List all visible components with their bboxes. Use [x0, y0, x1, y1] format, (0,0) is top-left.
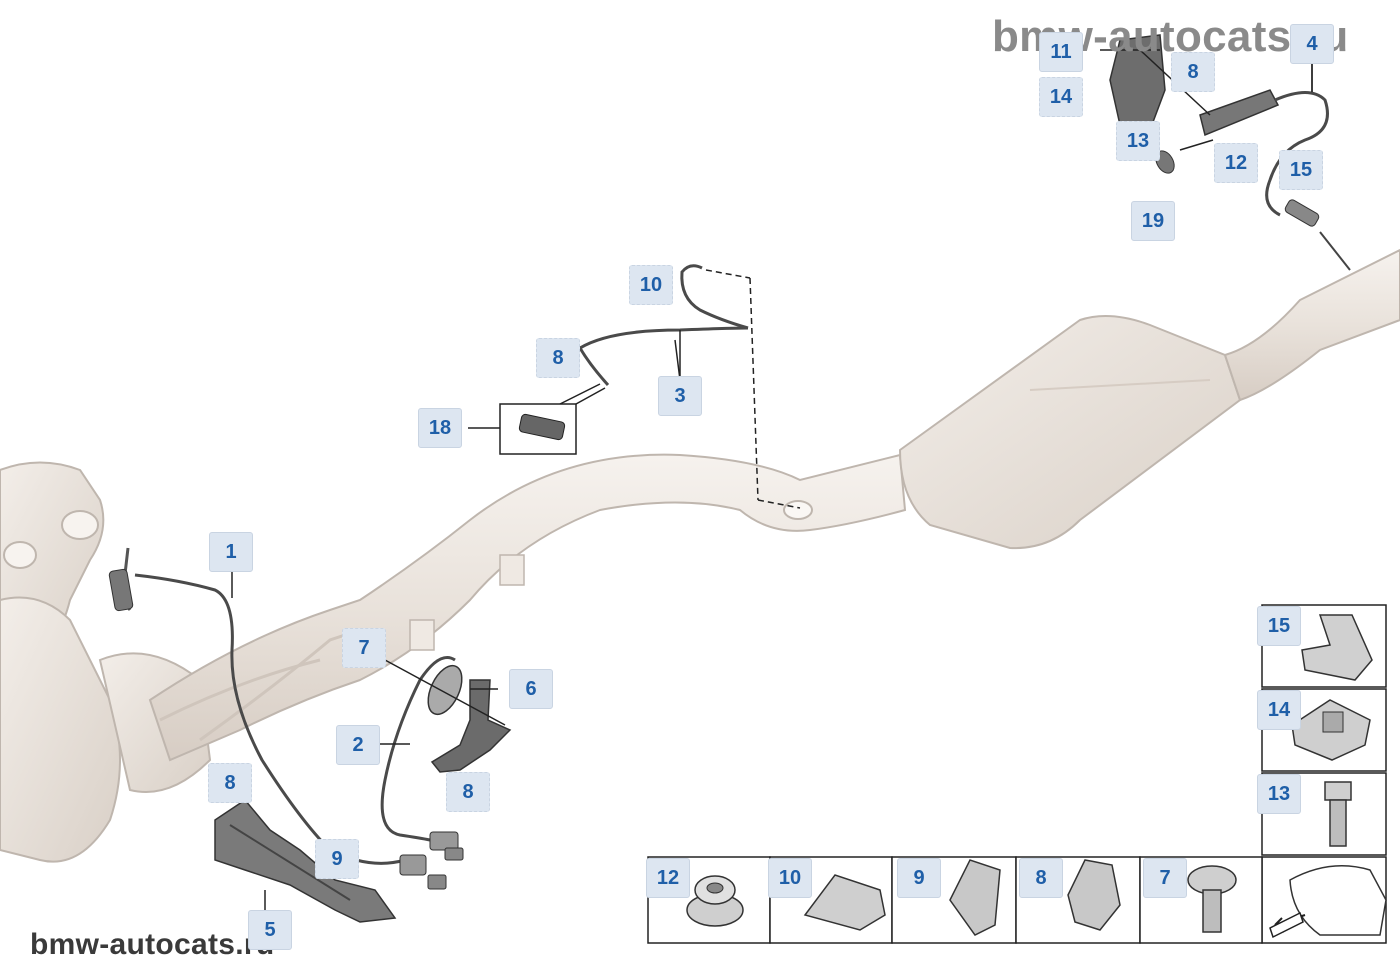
- callout-1[interactable]: 1: [209, 532, 253, 572]
- parts-grid-label-12[interactable]: 12: [646, 858, 690, 898]
- callout-8-cable[interactable]: 8: [536, 338, 580, 378]
- parts-grid-label-10[interactable]: 10: [768, 858, 812, 898]
- callout-11[interactable]: 11: [1039, 32, 1083, 72]
- callout-14[interactable]: 14: [1039, 77, 1083, 117]
- callout-4[interactable]: 4: [1290, 24, 1334, 64]
- callout-9[interactable]: 9: [315, 839, 359, 879]
- exhaust-manifold: [0, 461, 212, 863]
- bracket-6: [430, 679, 512, 773]
- part-8-clip-icon: [1067, 859, 1121, 931]
- callout-15[interactable]: 15: [1279, 150, 1323, 190]
- parts-grid-label-8[interactable]: 8: [1019, 858, 1063, 898]
- parts-grid-label-7[interactable]: 7: [1143, 858, 1187, 898]
- callout-3[interactable]: 3: [658, 376, 702, 416]
- part-10-clip-icon: [803, 874, 886, 931]
- callout-6[interactable]: 6: [509, 669, 553, 709]
- sensor-cable-3: [577, 264, 801, 509]
- callout-8-top[interactable]: 8: [1171, 52, 1215, 92]
- part-14-nut-clip-icon: [1291, 699, 1371, 761]
- catalytic-converter: [898, 248, 1400, 550]
- parts-grid-label-14[interactable]: 14: [1257, 690, 1301, 730]
- front-pipe: [148, 453, 907, 762]
- callout-7[interactable]: 7: [342, 628, 386, 668]
- callout-19[interactable]: 19: [1131, 201, 1175, 241]
- callout-10[interactable]: 10: [629, 265, 673, 305]
- part-15-clip-icon: [1301, 614, 1373, 681]
- callout-12[interactable]: 12: [1214, 143, 1258, 183]
- parts-grid-label-15[interactable]: 15: [1257, 606, 1301, 646]
- car-location-icon: [1269, 865, 1387, 939]
- oxygen-sensor-2: [380, 656, 464, 861]
- oxygen-sensor-4-assembly: [1100, 34, 1351, 271]
- callout-8-heatshield[interactable]: 8: [208, 763, 252, 803]
- callout-18[interactable]: 18: [418, 408, 462, 448]
- watermark-bottom: bmw-autocats.ru: [30, 928, 275, 961]
- callout-5[interactable]: 5: [248, 910, 292, 950]
- parts-grid-label-13[interactable]: 13: [1257, 774, 1301, 814]
- part-9-clip-icon: [949, 859, 1001, 936]
- callout-2[interactable]: 2: [336, 725, 380, 765]
- part-13-bolt-icon: [1324, 781, 1352, 847]
- part-7-bolt-icon: [1187, 865, 1237, 933]
- grommet-box-18: [468, 383, 606, 455]
- callout-8-bracket[interactable]: 8: [446, 772, 490, 812]
- callout-13[interactable]: 13: [1116, 121, 1160, 161]
- part-12-nut-icon: [686, 875, 744, 927]
- parts-grid-label-9[interactable]: 9: [897, 858, 941, 898]
- bracket-5: [214, 799, 397, 923]
